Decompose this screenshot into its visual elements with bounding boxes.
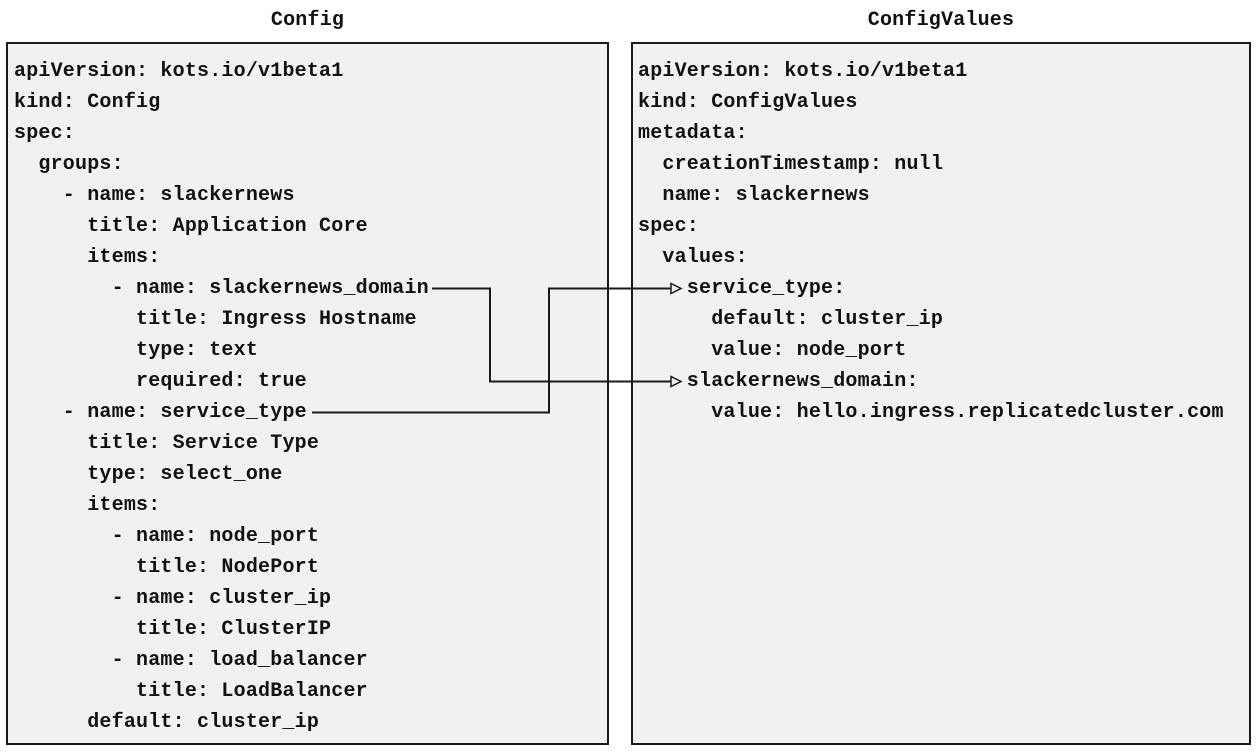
config-title: Config	[270, 9, 345, 32]
config-yaml-code: apiVersion: kots.io/v1beta1 kind: Config…	[14, 60, 429, 734]
configvalues-yaml-code: apiVersion: kots.io/v1beta1 kind: Config…	[638, 60, 1224, 424]
config-yaml-box: apiVersion: kots.io/v1beta1 kind: Config…	[6, 42, 609, 745]
configvalues-title: ConfigValues	[867, 9, 1015, 32]
configvalues-yaml-box: apiVersion: kots.io/v1beta1 kind: Config…	[631, 42, 1251, 745]
